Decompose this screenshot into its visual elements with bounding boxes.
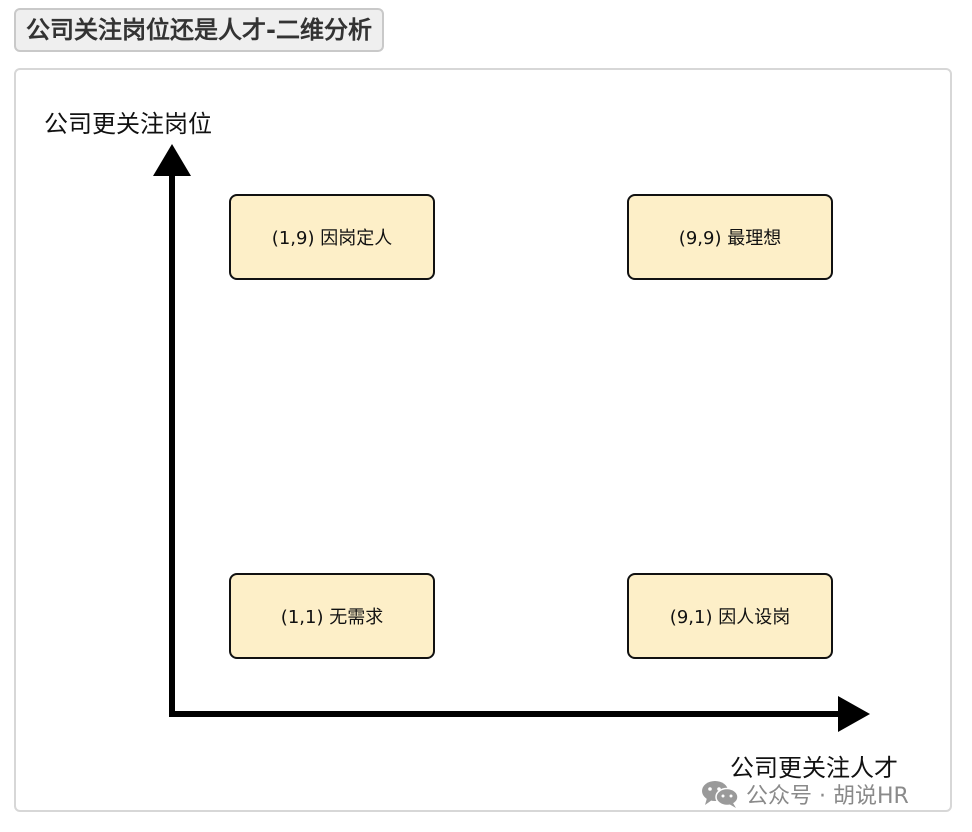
x-axis-label: 公司更关注人才 bbox=[730, 754, 898, 782]
watermark: 公众号 · 胡说HR bbox=[700, 778, 909, 810]
quadrant-bottom-left: (1,1) 无需求 bbox=[229, 573, 435, 659]
y-axis-arrowhead bbox=[153, 144, 191, 176]
watermark-text: 公众号 · 胡说HR bbox=[746, 784, 909, 809]
quadrant-bottom-right: (9,1) 因人设岗 bbox=[627, 573, 833, 659]
quadrant-top-left: (1,9) 因岗定人 bbox=[229, 194, 435, 280]
quadrant-top-right: (9,9) 最理想 bbox=[627, 194, 833, 280]
x-axis-arrowhead bbox=[838, 696, 870, 732]
page-title: 公司关注岗位还是人才-二维分析 bbox=[14, 8, 384, 52]
y-axis-label: 公司更关注岗位 bbox=[44, 110, 212, 138]
wechat-icon bbox=[702, 781, 739, 808]
